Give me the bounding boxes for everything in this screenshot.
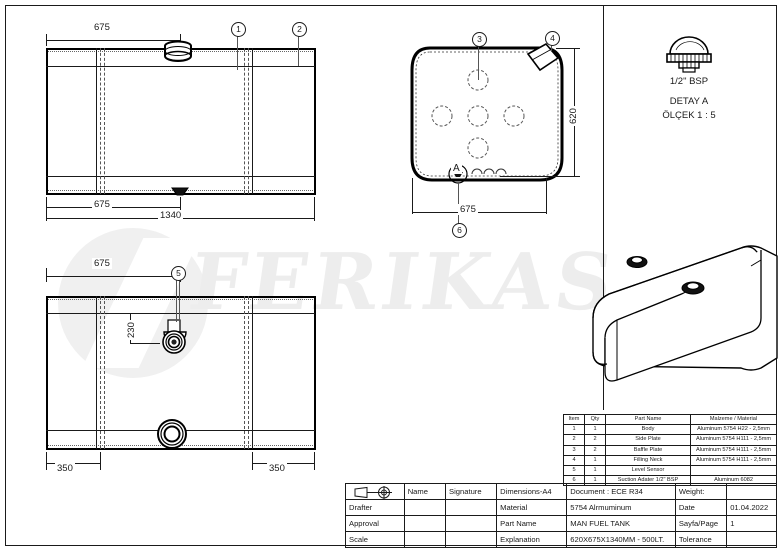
- parts-header-qty: Qty: [584, 413, 606, 426]
- bsp-cap-icon: [666, 36, 712, 73]
- label-page: Sayfa/Page: [674, 515, 728, 532]
- value-explanation: 620X675X1340MM - 500LT.: [566, 531, 676, 548]
- balloon-3: 3: [472, 32, 487, 47]
- label-scale: Scale: [345, 531, 405, 548]
- value-weight: [726, 483, 777, 500]
- cell-part-name: Side Plate: [605, 434, 691, 446]
- cell-qty: 2: [584, 434, 606, 446]
- table-row: 4 1 Filling Neck Aluminum 5754 H111 - 2,…: [563, 454, 777, 467]
- balloon-6: 6: [452, 223, 467, 238]
- cell-qty: 1: [584, 465, 606, 477]
- col-header-signature: Signature: [445, 483, 498, 500]
- parts-table: Item Qty Part Name Malzeme / Material 1 …: [563, 413, 777, 487]
- cell-part-name: Level Sensor: [605, 465, 691, 477]
- label-weight: Weight:: [674, 483, 728, 500]
- parts-table-header-row: Item Qty Part Name Malzeme / Material: [563, 413, 777, 426]
- dim-350-right: 350: [267, 463, 287, 474]
- cell-item: 4: [563, 454, 585, 467]
- field-scale-name[interactable]: [403, 531, 447, 548]
- projection-symbol-icon: [345, 483, 405, 500]
- detail-scale: ÖLÇEK 1 : 5: [662, 110, 716, 121]
- balloon-4: 4: [545, 31, 560, 46]
- cell-material: Aluminum 5754 H22 - 2,5mm: [690, 424, 777, 436]
- view-isometric: [592, 245, 778, 382]
- parts-header-part-name: Part Name: [605, 413, 691, 426]
- field-drafter-name[interactable]: [403, 499, 447, 516]
- field-approval-signature[interactable]: [445, 515, 498, 532]
- label-material: Material: [496, 499, 568, 516]
- parts-header-item: Item: [563, 413, 585, 426]
- dim-675-bottom: 675: [92, 199, 112, 210]
- table-row: 3 2 Baffle Plate Aluminum 5754 H111 - 2,…: [563, 444, 777, 456]
- dim-675-bottomview: 675: [92, 258, 112, 269]
- table-row: 6 1 Suction Adater 1/2" BSP Aluminum 608…: [563, 475, 777, 487]
- table-row: 5 1 Level Sensor: [563, 465, 777, 477]
- table-row: 2 2 Side Plate Aluminum 5754 H111 - 2,5m…: [563, 434, 777, 446]
- dim-1340: 1340: [158, 210, 184, 221]
- label-date: Date: [674, 499, 728, 516]
- value-date: 01.04.2022: [726, 499, 777, 516]
- table-row: 1 1 Body Aluminum 5754 H22 - 2,5mm: [563, 424, 777, 436]
- balloon-1: 1: [231, 22, 246, 37]
- cell-qty: 1: [584, 424, 606, 436]
- title-block-row: Approval Part Name MAN FUEL TANK Sayfa/P…: [345, 515, 777, 532]
- value-document: Document : ECE R34: [566, 483, 676, 500]
- outlet-flange-icon: [157, 419, 187, 449]
- detail-title: DETAY A: [669, 96, 709, 107]
- value-page: 1: [726, 515, 777, 532]
- label-explanation: Explanation: [496, 531, 568, 548]
- field-drafter-signature[interactable]: [445, 499, 498, 516]
- cell-qty: 2: [584, 444, 606, 456]
- cell-material: Aluminum 5754 H111 - 2,5mm: [690, 454, 777, 467]
- detail-marker-a: A: [451, 163, 462, 174]
- cell-item: 2: [563, 434, 585, 446]
- dim-675-section: 675: [458, 204, 478, 215]
- level-sensor-icon: [162, 319, 187, 354]
- title-block: Name Signature Dimensions-A4 Document : …: [345, 483, 777, 548]
- title-block-row: Name Signature Dimensions-A4 Document : …: [345, 483, 777, 500]
- parts-header-material: Malzeme / Material: [690, 413, 777, 426]
- col-header-name: Name: [403, 483, 447, 500]
- cell-qty: 1: [584, 454, 606, 467]
- detail-thread-label: 1/2" BSP: [669, 76, 709, 87]
- cell-item: 1: [563, 424, 585, 436]
- label-dimensions: Dimensions-A4: [496, 483, 568, 500]
- suction-adapter-icon: [171, 187, 189, 196]
- title-block-row: Scale Explanation 620X675X1340MM - 500LT…: [345, 531, 777, 548]
- value-tolerance: [726, 531, 777, 548]
- cell-material: [690, 465, 777, 477]
- balloon-5: 5: [171, 266, 186, 281]
- cell-part-name: Baffle Plate: [605, 444, 691, 456]
- dim-620: 620: [568, 106, 579, 126]
- balloon-2: 2: [292, 22, 307, 37]
- field-approval-name[interactable]: [403, 515, 447, 532]
- label-approval: Approval: [345, 515, 405, 532]
- cell-item: 5: [563, 465, 585, 477]
- cell-part-name: Filling Neck: [605, 454, 691, 467]
- label-part-name: Part Name: [496, 515, 568, 532]
- label-tolerance: Tolerance: [674, 531, 728, 548]
- detail-separator: [603, 6, 604, 410]
- field-scale-signature[interactable]: [445, 531, 498, 548]
- filling-neck-icon: [164, 40, 192, 62]
- cell-part-name: Body: [605, 424, 691, 436]
- cell-material: Aluminum 5754 H111 - 2,5mm: [690, 434, 777, 446]
- cell-material: Aluminum 5754 H111 - 2,5mm: [690, 444, 777, 456]
- dim-675-top: 675: [92, 22, 112, 33]
- dim-230: 230: [126, 320, 137, 340]
- cell-item: 3: [563, 444, 585, 456]
- label-drafter: Drafter: [345, 499, 405, 516]
- dim-350-left: 350: [55, 463, 75, 474]
- section-outline: [410, 42, 564, 184]
- value-material: 5754 Alrmuminum: [566, 499, 676, 516]
- value-part-name: MAN FUEL TANK: [566, 515, 676, 532]
- title-block-row: Drafter Material 5754 Alrmuminum Date 01…: [345, 499, 777, 516]
